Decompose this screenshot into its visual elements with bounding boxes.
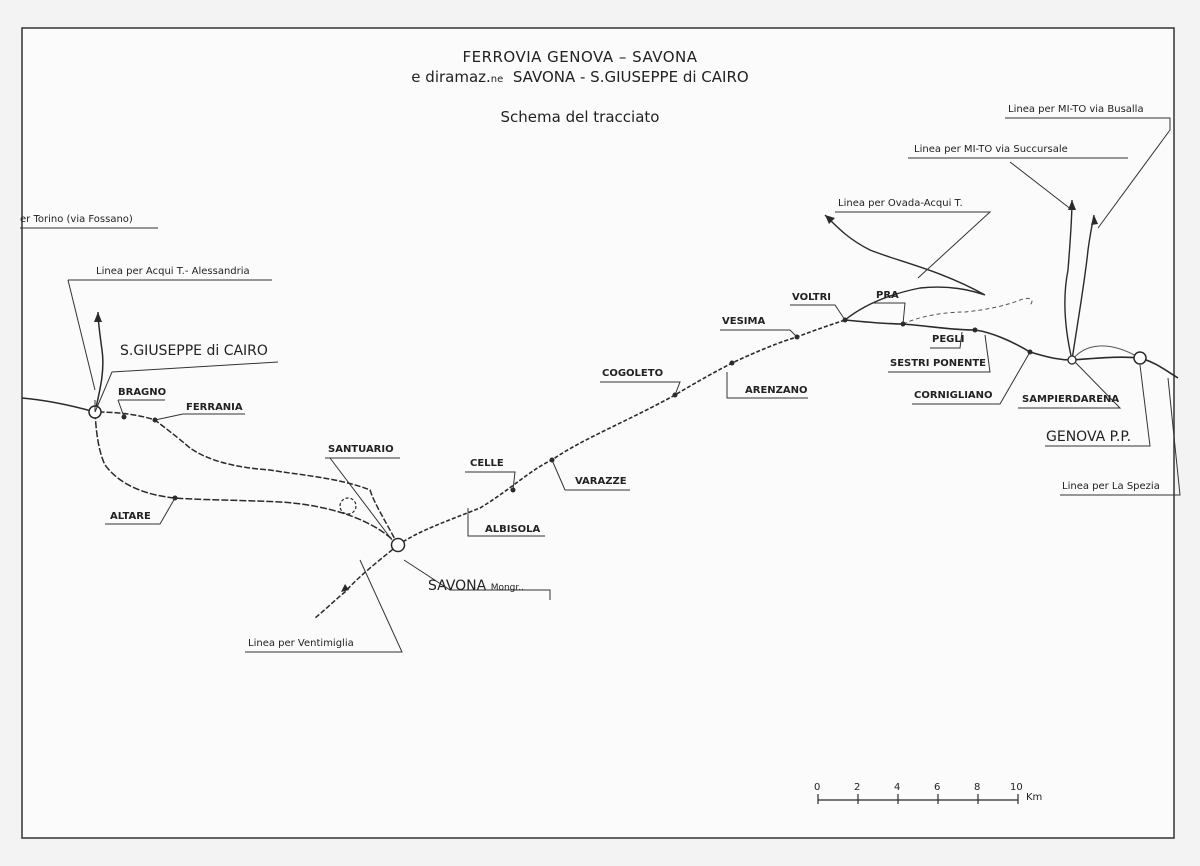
pegli-loop [902, 297, 1033, 325]
arrow-busalla [1091, 215, 1098, 225]
map-title-line2: e diramaz.ne SAVONA - S.GIUSEPPE di CAIR… [0, 68, 1160, 86]
title-small: ne [490, 74, 504, 85]
label-sestri: SESTRI PONENTE [890, 358, 987, 369]
scale-tick-0: 0 [814, 782, 820, 793]
arrow-ovada [825, 215, 835, 224]
santuario-loop [339, 497, 357, 515]
arrow-acqui [94, 312, 102, 322]
leader-lines [20, 117, 1181, 653]
label-celle: CELLE [470, 458, 504, 469]
line-savona-altare [94, 411, 399, 546]
label-ovada: Linea per Ovada-Acqui T. [838, 198, 963, 209]
label-sampierdarena: SAMPIERDARENA [1022, 394, 1120, 405]
label-vesima: VESIMA [722, 316, 766, 327]
title-rest: SAVONA - S.GIUSEPPE di CAIRO [512, 68, 749, 86]
node-savona [390, 537, 406, 553]
line-mito-busalla [1071, 214, 1095, 361]
line-ovada [824, 214, 986, 321]
scale-tick-2: 2 [854, 782, 860, 793]
node-genova [1133, 351, 1147, 365]
label-torino: er Torino (via Fossano) [20, 214, 133, 225]
savona-suffix: Mongr.. [490, 583, 524, 593]
arrow-ventimiglia [341, 584, 349, 592]
line-torino [21, 397, 96, 413]
arrow-succursale [1068, 200, 1076, 210]
map-title: FERROVIA GENOVA – SAVONA [462, 48, 698, 66]
label-bragno: BRAGNO [118, 387, 167, 398]
label-genova: GENOVA P.P. [1046, 429, 1132, 445]
scale-tick-10: 10 [1010, 782, 1023, 793]
scale-unit: Km [1026, 792, 1042, 803]
label-mito-busalla: Linea per MI-TO via Busalla [1008, 104, 1144, 115]
label-cogoleto: COGOLETO [602, 368, 664, 379]
label-ferrania: FERRANIA [186, 402, 243, 413]
scale-tick-4: 4 [894, 782, 900, 793]
label-cornigliano: CORNIGLIANO [914, 390, 993, 401]
title-prefix: e diramaz. [411, 68, 491, 86]
scale-tick-6: 6 [934, 782, 940, 793]
label-pra: PRA [876, 290, 899, 301]
main-line-savona-genova [397, 319, 846, 546]
line-mito-succursale [1064, 199, 1073, 361]
scale-tick-8: 8 [974, 782, 980, 793]
label-ventimiglia: Linea per Ventimiglia [248, 638, 354, 649]
scale-bar [817, 794, 1019, 804]
label-voltri: VOLTRI [792, 292, 832, 303]
label-santuario: SANTUARIO [328, 444, 394, 455]
label-pegli: PEGLI [932, 334, 965, 345]
label-altare: ALTARE [110, 511, 151, 522]
dot-arenzano [729, 360, 735, 366]
label-sgiuseppe: S.GIUSEPPE di CAIRO [120, 343, 268, 359]
line-ventimiglia [314, 544, 399, 619]
label-mito-succursale: Linea per MI-TO via Succursale [914, 144, 1068, 155]
savona-name: SAVONA [428, 578, 487, 594]
label-varazze: VARAZZE [575, 476, 627, 487]
map-subtitle: Schema del tracciato [500, 108, 660, 126]
label-albisola: ALBISOLA [485, 524, 541, 535]
dot-pegli [972, 327, 978, 333]
label-savona: SAVONA Mongr.. [428, 578, 524, 596]
label-la-spezia: Linea per La Spezia [1062, 481, 1160, 492]
scale-ticks: 0 2 4 6 8 10 Km [814, 782, 1042, 803]
label-arenzano: ARENZANO [745, 385, 808, 396]
label-acqui-alessandria: Linea per Acqui T.- Alessandria [96, 266, 250, 277]
node-sampierdarena [1067, 355, 1077, 365]
